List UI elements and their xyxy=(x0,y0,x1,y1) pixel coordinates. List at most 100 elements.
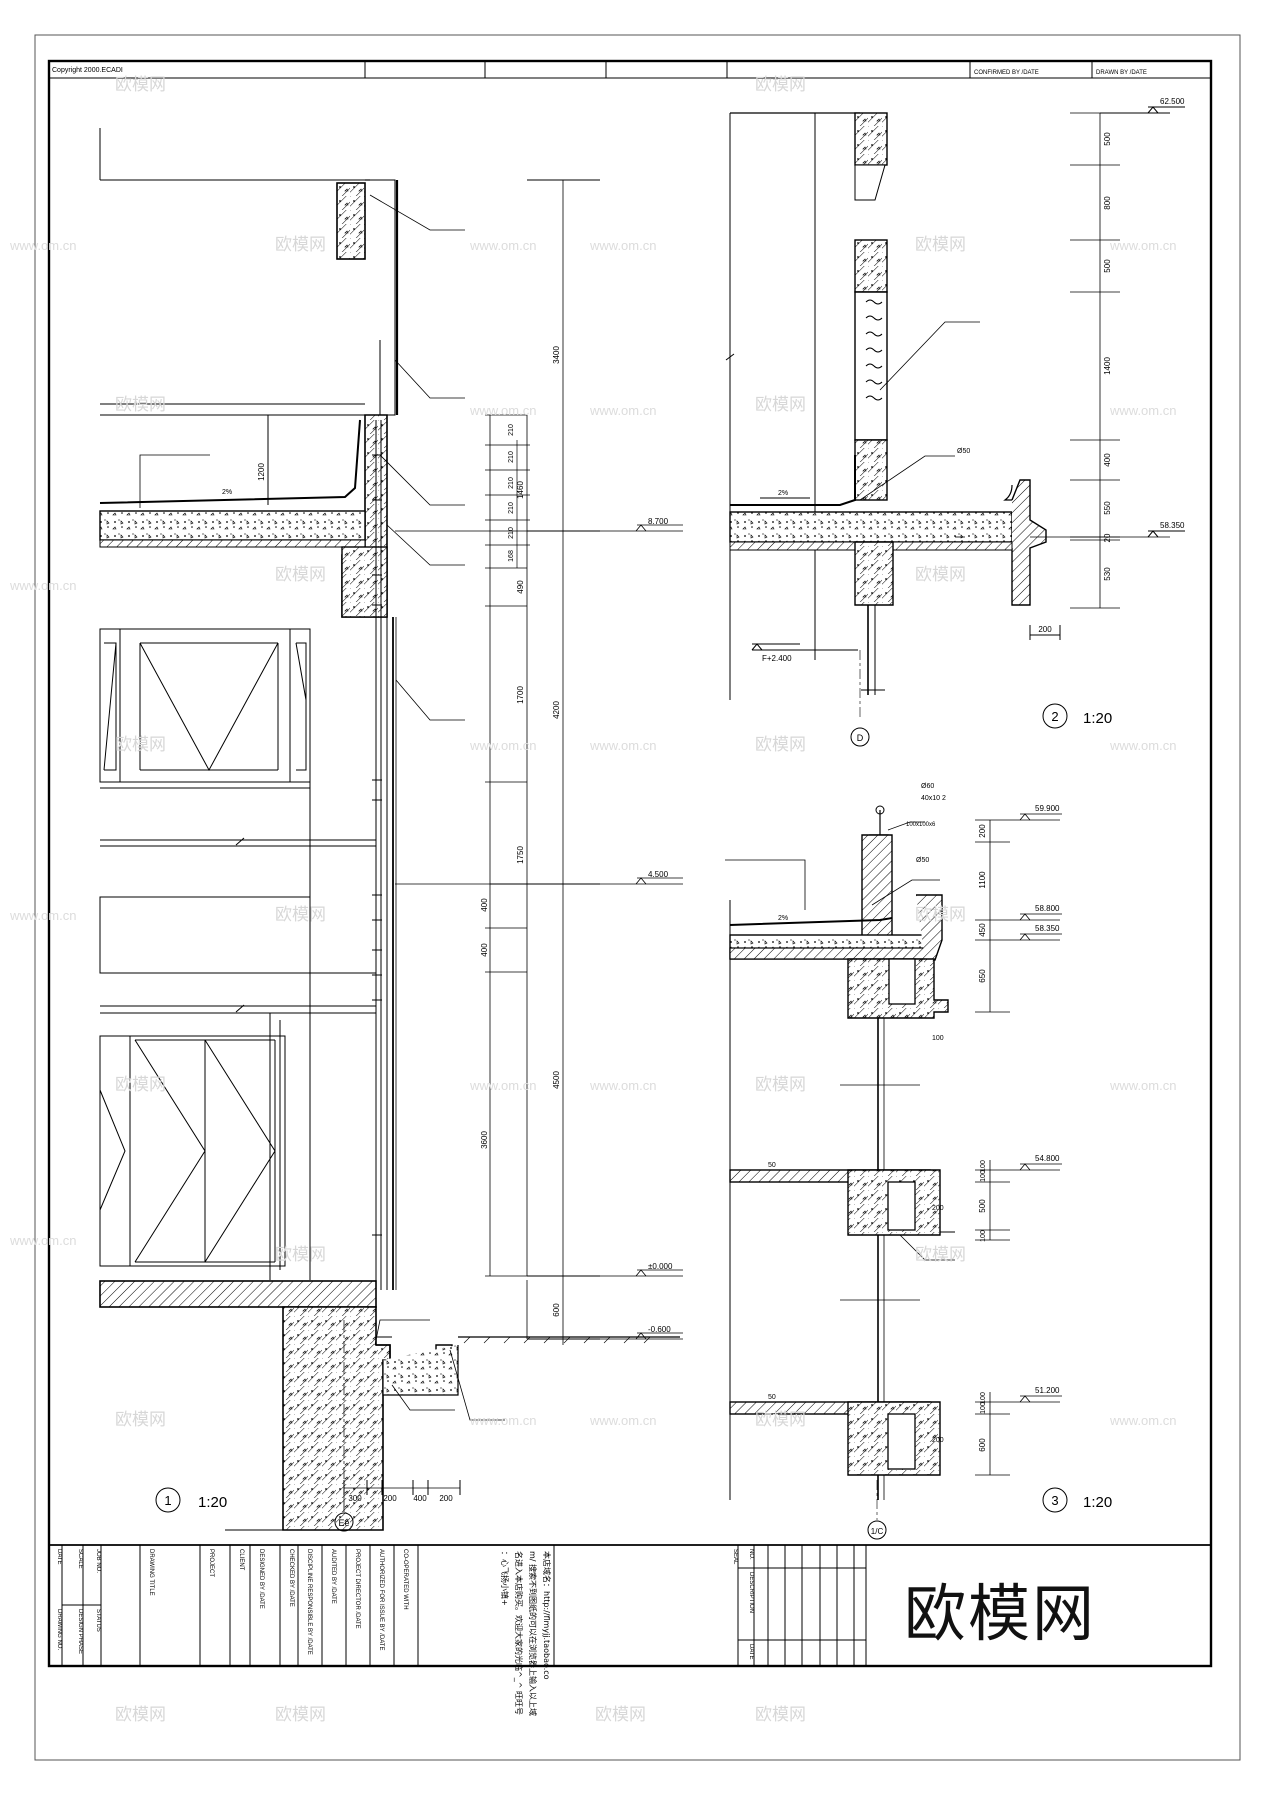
watermark-url: www.om.cn xyxy=(1109,238,1176,253)
dim-label: 210 xyxy=(508,424,515,436)
watermark-logo: 欧模网 xyxy=(275,905,326,925)
level-label: 54.800 xyxy=(1035,1154,1060,1163)
shop-note-line: m/ 搜索不到图纸的可以在浏览器上输入以上域 xyxy=(528,1551,538,1716)
watermark-url: www.om.cn xyxy=(9,238,76,253)
dim-label: 650 xyxy=(978,969,987,983)
title-block-label: AUDITED BY /DATE xyxy=(330,1549,336,1604)
dim-label: 500 xyxy=(1103,132,1112,146)
watermark-logo: 欧模网 xyxy=(915,1245,966,1265)
watermark-logo: 欧模网 xyxy=(755,1410,806,1430)
watermark-url: www.om.cn xyxy=(469,738,536,753)
title-block-label: AUTHORIZED FOR ISSUE BY /DATE xyxy=(378,1549,384,1650)
watermark-url: www.om.cn xyxy=(589,238,656,253)
title-block-label: NO. xyxy=(748,1549,754,1560)
watermark-logo: 欧模网 xyxy=(275,1245,326,1265)
level-label: 59.900 xyxy=(1035,804,1060,813)
title-block-label: DATE xyxy=(56,1549,62,1565)
watermark-url: www.om.cn xyxy=(469,1413,536,1428)
watermark-url: www.om.cn xyxy=(9,908,76,923)
watermark-logo: 欧模网 xyxy=(755,395,806,415)
dim-label: 200 xyxy=(978,824,987,838)
watermark-url: www.om.cn xyxy=(589,1078,656,1093)
level-label: 51.200 xyxy=(1035,1386,1060,1395)
watermark-logo: 欧模网 xyxy=(115,1705,166,1725)
dim-label: 550 xyxy=(1103,501,1112,515)
axis-label: D xyxy=(857,733,864,743)
level-label: F+2.400 xyxy=(762,654,792,663)
watermark-logo: 欧模网 xyxy=(115,1075,166,1095)
detail-1 xyxy=(99,128,683,1532)
title-block-label: DESIGNED BY /DATE xyxy=(258,1549,264,1609)
watermark-url: www.om.cn xyxy=(1109,403,1176,418)
shop-note-line: 名进入本店购买。欢迎大家的光临^_^ 旺旺号 xyxy=(514,1551,524,1715)
dim-label: 530 xyxy=(1103,567,1112,581)
watermark-logo: 欧模网 xyxy=(595,1705,646,1725)
title-block-label: JOB NO. xyxy=(95,1549,101,1573)
watermark-logo: 欧模网 xyxy=(275,565,326,585)
rail-label: Ø60 xyxy=(921,783,934,790)
dim-label: 210 xyxy=(508,477,515,489)
dim-label: 168 xyxy=(508,550,515,562)
dim-label: 200 xyxy=(932,1205,944,1212)
detail-number: 3 xyxy=(1051,1493,1058,1508)
watermark-url: www.om.cn xyxy=(1109,1413,1176,1428)
dim-label: 200 xyxy=(932,1437,944,1444)
dim-label: 100 xyxy=(980,1170,987,1182)
copyright-text: Copyright 2000.ECADI xyxy=(52,67,123,74)
watermark-logo: 欧模网 xyxy=(115,75,166,95)
title-block-label: SCALE xyxy=(77,1549,83,1569)
confirmed-by-label: CONFIRMED BY /DATE xyxy=(974,70,1039,76)
detail-2 xyxy=(725,106,1185,747)
dim-label: 500 xyxy=(1103,259,1112,273)
dim-label: 100 xyxy=(980,1402,987,1414)
dim-label: 210 xyxy=(508,502,515,514)
dim-label: 1100 xyxy=(978,871,987,889)
scale-label: 1:20 xyxy=(1083,1494,1112,1511)
watermark-url: www.om.cn xyxy=(1109,1078,1176,1093)
watermark-logo: 欧模网 xyxy=(115,395,166,415)
watermark-logo: 欧模网 xyxy=(755,75,806,95)
watermark-url: www.om.cn xyxy=(589,403,656,418)
title-block-label: CHECKED BY /DATE xyxy=(288,1549,294,1607)
watermark-layer: 欧模网欧模网欧模网欧模网欧模网欧模网欧模网欧模网欧模网欧模网欧模网欧模网欧模网欧… xyxy=(9,75,1176,1725)
title-block xyxy=(49,1544,1211,1666)
rail-label: 40x10 2 xyxy=(921,795,946,802)
watermark-logo: 欧模网 xyxy=(915,905,966,925)
shop-note-line: ：心飞扬小镇+ xyxy=(500,1551,510,1606)
dim-label: 100 xyxy=(980,1392,987,1404)
watermark-logo: 欧模网 xyxy=(915,235,966,255)
watermark-logo: 欧模网 xyxy=(915,565,966,585)
watermark-url: www.om.cn xyxy=(469,1078,536,1093)
watermark-logo: 欧模网 xyxy=(755,1705,806,1725)
level-label: -0.600 xyxy=(648,1325,671,1334)
dim-label: 20 xyxy=(1103,533,1112,542)
watermark-url: www.om.cn xyxy=(1109,738,1176,753)
dim-label: 50 xyxy=(768,1162,776,1169)
dim-label: 2% xyxy=(778,915,788,922)
level-label: ±0.000 xyxy=(648,1262,673,1271)
title-block-label: CO-OPERATED WITH xyxy=(402,1549,408,1610)
title-block-label: SEAL xyxy=(732,1549,738,1565)
level-label: 8.700 xyxy=(648,517,669,526)
title-block-label: DRAWING TITLE xyxy=(148,1549,154,1596)
scale-label: 1:20 xyxy=(1083,710,1112,727)
dim-label: 4200 xyxy=(552,701,561,719)
rail-label: Ø50 xyxy=(916,857,929,864)
watermark-logo: 欧模网 xyxy=(115,1410,166,1430)
dim-label: 3400 xyxy=(552,346,561,364)
dim-label: 1200 xyxy=(257,463,266,481)
watermark-url: www.om.cn xyxy=(9,1233,76,1248)
level-label: 58.350 xyxy=(1035,924,1060,933)
dim-label: 490 xyxy=(516,580,525,594)
dim-label: 500 xyxy=(978,1199,987,1213)
dim-label: 1400 xyxy=(1103,357,1112,375)
watermark-url: www.om.cn xyxy=(589,1413,656,1428)
dim-label: 100 xyxy=(980,1230,987,1242)
dim-label: 200 xyxy=(383,1494,397,1503)
dim-label: 100 xyxy=(932,1035,944,1042)
dim-label: 400 xyxy=(1103,453,1112,467)
level-label: 4.500 xyxy=(648,870,669,879)
dim-label: 800 xyxy=(1103,196,1112,210)
